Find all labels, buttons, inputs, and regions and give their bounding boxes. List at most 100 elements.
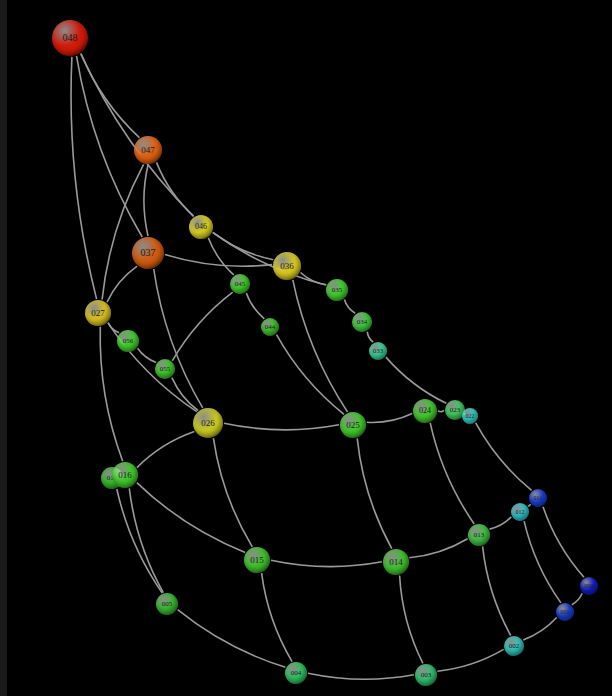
node-label: 022	[466, 413, 475, 419]
graph-node: 016	[112, 462, 138, 488]
graph-edge	[108, 323, 197, 412]
graph-node: 055	[155, 359, 175, 379]
graph-node: 001	[556, 603, 574, 621]
graph-node: 047	[134, 136, 162, 164]
graph-edge	[81, 54, 139, 138]
graph-edge	[430, 423, 474, 524]
graph-edge	[129, 488, 163, 592]
node-label: 045	[235, 281, 246, 288]
graph-edge	[524, 521, 561, 603]
graph-node: 046	[189, 215, 213, 239]
node-label: 037	[141, 248, 156, 258]
graph-node: 035	[326, 279, 348, 301]
graph-edge	[367, 414, 413, 423]
graph-edge	[476, 423, 532, 490]
graph-node: 044	[261, 318, 279, 336]
node-label: 048	[63, 33, 78, 43]
node-label: 024	[419, 407, 431, 415]
graph-edge	[172, 378, 198, 411]
node-label: 005	[162, 601, 173, 608]
node-label: 044	[265, 324, 276, 331]
graph-node: 014	[383, 549, 409, 575]
edge-strip	[0, 0, 7, 696]
graph-node: 012	[511, 503, 529, 521]
graph-edge	[367, 332, 373, 343]
node-label: 036	[280, 262, 294, 271]
graph-node: 036	[273, 252, 301, 280]
graph-edge	[213, 438, 252, 547]
node-label: 003	[421, 672, 432, 679]
graph-edge	[438, 410, 444, 411]
graph-edge	[137, 432, 195, 468]
node-label: 046	[195, 223, 207, 231]
graph-edge	[357, 438, 392, 548]
graph-node: 000	[580, 577, 598, 595]
graph-edge	[344, 300, 355, 314]
node-label: 016	[118, 471, 132, 480]
graph-node: 034	[352, 312, 372, 332]
graph-edge	[490, 517, 512, 529]
node-label: 035	[332, 287, 343, 294]
graph-edge	[71, 57, 97, 299]
graph-edge	[572, 593, 582, 604]
node-label: 034	[357, 319, 368, 326]
graph-edge	[277, 335, 345, 415]
graph-node: 013	[468, 524, 490, 546]
graph-edge	[178, 610, 286, 668]
graph-edge	[483, 546, 511, 635]
graph-edge	[543, 507, 584, 578]
graph-edge	[528, 504, 530, 506]
graph-edge	[144, 165, 148, 236]
node-label: 025	[346, 421, 360, 430]
graph-node: 048	[52, 20, 88, 56]
graph-edge	[172, 292, 232, 361]
graph-node: 026	[193, 408, 223, 438]
graph-edge	[213, 233, 326, 286]
node-label: 002	[509, 643, 520, 650]
graph-edge	[213, 232, 273, 259]
graph-edge	[137, 483, 245, 553]
graph-node: 056	[117, 330, 139, 352]
graph-edge	[154, 269, 203, 408]
node-label: 027	[91, 309, 105, 318]
node-label: 056	[123, 338, 134, 345]
graph-edge	[81, 54, 194, 217]
node-label: 033	[373, 348, 384, 355]
graph-node: 011	[529, 489, 547, 507]
node-label: 023	[450, 407, 461, 414]
graph-node: 004	[285, 662, 307, 684]
node-label: 013	[474, 532, 485, 539]
graph-edge	[224, 423, 339, 430]
graph-edge	[523, 618, 557, 640]
graph-edge	[262, 573, 293, 662]
node-label: 026	[201, 419, 215, 428]
graph-node: 002	[504, 636, 524, 656]
graph-edge	[308, 673, 414, 679]
graph-node: 045	[230, 274, 250, 294]
graph-edge	[77, 56, 143, 237]
graph-node: 003	[415, 664, 437, 686]
node-label: 000	[585, 583, 594, 589]
graph-node: 033	[369, 342, 387, 360]
node-label: 047	[141, 146, 155, 155]
graph-edge	[400, 576, 423, 664]
graph-edge	[409, 539, 467, 558]
node-label: 011	[534, 495, 543, 501]
graph-edge	[271, 560, 382, 566]
graph-node: 024	[413, 399, 437, 423]
graph-node: 005	[156, 593, 178, 615]
graph-edge	[107, 266, 137, 302]
graph-edge	[386, 357, 446, 403]
graph-node: 015	[244, 547, 270, 573]
graph-node: 025	[340, 412, 366, 438]
node-label: 014	[389, 558, 403, 567]
graph-edge	[437, 649, 503, 671]
node-label: 001	[561, 609, 570, 615]
graph-edge	[246, 293, 264, 319]
graph-node: 022	[462, 408, 478, 424]
node-label: 004	[291, 670, 302, 677]
graph-node: 027	[85, 300, 111, 326]
graph-edge	[138, 348, 157, 362]
